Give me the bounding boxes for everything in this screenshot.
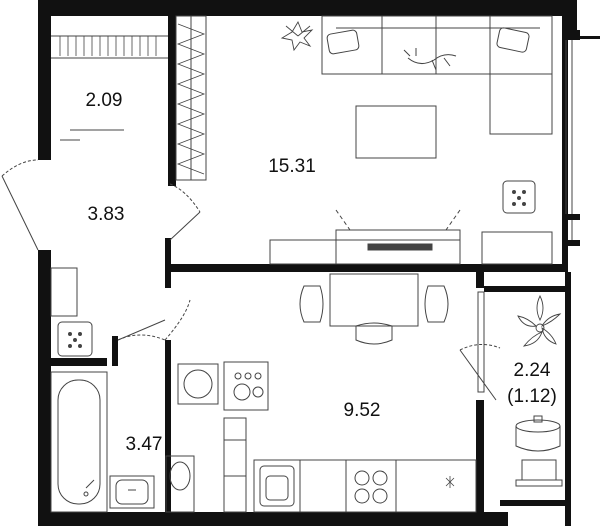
bathroom-fixtures: [50, 321, 195, 513]
wardrobe: [51, 35, 168, 141]
balcony-plant-icon: [517, 294, 562, 347]
storage-area-label: 2.09: [86, 90, 123, 111]
balcony-door: [459, 344, 501, 401]
speaker-icon: [502, 180, 536, 214]
balcony-area-label: 2.24: [514, 360, 551, 381]
walls: [38, 0, 600, 526]
living-area-label: 15.31: [268, 156, 316, 177]
tall-wardrobe: [175, 15, 207, 181]
sofa: [321, 15, 553, 135]
bathroom-door: [117, 299, 191, 341]
kitchen-area-label: 9.52: [344, 400, 381, 421]
bathroom-area-label: 3.47: [126, 434, 163, 455]
windows: [477, 40, 573, 393]
dining-set: [299, 273, 449, 345]
entrance-door: [1, 159, 201, 251]
coffee-table: [355, 105, 437, 159]
appliances: [177, 361, 477, 513]
plant-icon: [280, 20, 314, 52]
hallway-area-label: 3.83: [88, 204, 125, 225]
laptop-icon: [515, 459, 563, 487]
laundry-basket-icon: [515, 415, 561, 452]
balcony-reduced-area-label: (1.12): [507, 386, 557, 407]
area-labels: 2.09 15.31 3.83 9.52 3.47 2.24 (1.12): [86, 90, 557, 455]
shoe-cabinet: [50, 267, 78, 317]
tv-unit: [269, 209, 553, 265]
